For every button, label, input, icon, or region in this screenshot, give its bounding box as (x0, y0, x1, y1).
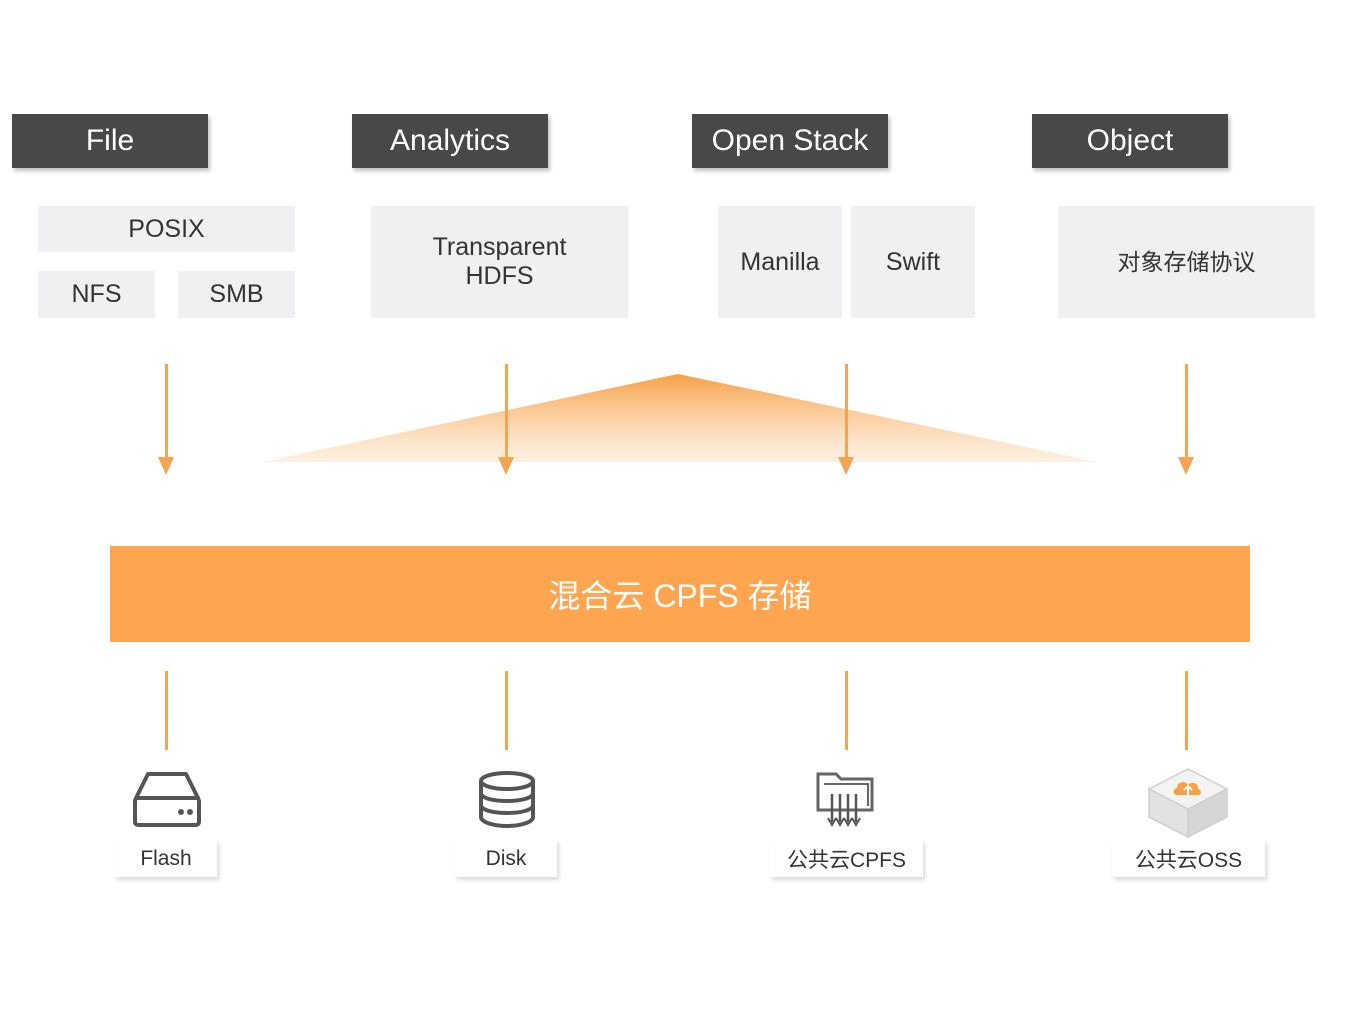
arrow-analytics (505, 364, 508, 458)
object-protocol-box: 对象存储协议 (1058, 206, 1315, 318)
posix-box: POSIX (38, 206, 295, 252)
disk-label: Disk (455, 840, 557, 877)
openstack-tab: Open Stack (692, 114, 888, 168)
cpfs-label: 公共云CPFS (770, 840, 923, 877)
file-tab: File (12, 114, 208, 168)
manilla-box: Manilla (718, 206, 842, 318)
server-drive-icon (133, 772, 201, 827)
connector-disk (505, 671, 508, 750)
analytics-tab: Analytics (352, 114, 548, 168)
arrow-file (165, 364, 168, 458)
arrowhead-file (158, 457, 174, 475)
connector-cpfs (845, 671, 848, 750)
arrow-openstack (845, 364, 848, 458)
connector-flash (165, 671, 168, 750)
cloud-upload-cube-icon (1147, 768, 1229, 839)
flash-label: Flash (115, 840, 217, 877)
swift-box: Swift (851, 206, 975, 318)
connector-oss (1185, 671, 1188, 750)
arrowhead-analytics (498, 457, 514, 475)
arrowhead-object (1178, 457, 1194, 475)
hdfs-box: Transparent HDFS (371, 206, 628, 318)
arrowhead-openstack (838, 457, 854, 475)
oss-label: 公共云OSS (1112, 840, 1265, 877)
database-disk-icon (479, 771, 535, 829)
arrow-object (1185, 364, 1188, 458)
smb-box: SMB (178, 271, 295, 318)
nfs-box: NFS (38, 271, 155, 318)
object-tab: Object (1032, 114, 1228, 168)
folder-transfer-icon (816, 772, 874, 828)
hybrid-cpfs-bar: 混合云 CPFS 存储 (110, 546, 1250, 642)
